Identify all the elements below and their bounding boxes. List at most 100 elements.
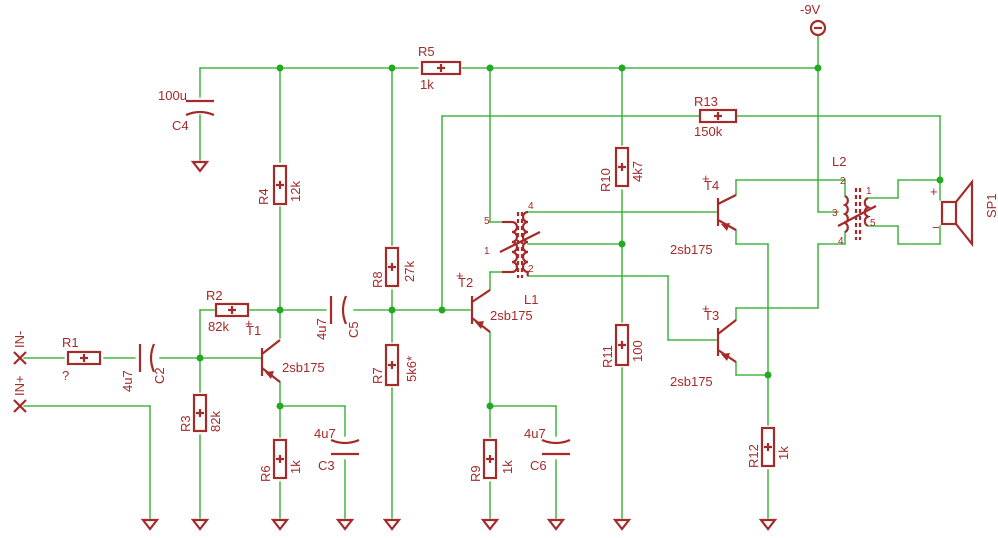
- resistor-r6[interactable]: R6 1k: [258, 438, 303, 482]
- r5-name: R5: [418, 44, 435, 59]
- inductor-l2[interactable]: 2 1 5 4 3 L2: [832, 154, 877, 247]
- r9-name: R9: [468, 465, 483, 482]
- r12-name: R12: [746, 444, 761, 468]
- r11-value: 100: [630, 340, 645, 362]
- r8-name: R8: [370, 271, 385, 288]
- resistor-r9[interactable]: R9 1k: [468, 438, 515, 482]
- transistor-t2[interactable]: T2 2sb175 +: [456, 268, 533, 333]
- supply-terminal[interactable]: -9V: [800, 2, 827, 37]
- emitter-arrow-icon: [265, 371, 274, 379]
- c2-name: C2: [152, 367, 167, 384]
- ground-icon: [546, 518, 566, 531]
- c6-value: 4u7: [524, 426, 546, 441]
- r4-value: 12k: [288, 181, 303, 202]
- ground-icon: [190, 160, 210, 173]
- l2-pin-2: 2: [840, 176, 846, 187]
- l1-pin-1: 1: [484, 246, 490, 257]
- r7-name: R7: [370, 367, 385, 384]
- r8-value: 27k: [402, 261, 417, 282]
- resistor-r12[interactable]: R12 1k: [746, 426, 791, 468]
- capacitor-c3[interactable]: 4u7 C3: [314, 426, 360, 473]
- ground-icon: [140, 518, 160, 531]
- c5-value: 4u7: [314, 318, 329, 340]
- l1-name: L1: [524, 292, 538, 307]
- resistor-r2[interactable]: R2 82k: [206, 288, 250, 334]
- transistor-t1[interactable]: T1 2sb175 +: [245, 316, 325, 383]
- l2-pin-5: 5: [870, 218, 876, 229]
- r1-name: R1: [62, 335, 79, 350]
- ground-icon: [480, 518, 500, 531]
- c4-value: 100u: [158, 88, 187, 103]
- resistor-r8[interactable]: R8 27k: [370, 246, 417, 288]
- ground-icon: [612, 518, 632, 531]
- c5-name: C5: [346, 321, 361, 338]
- r13-name: R13: [694, 94, 718, 109]
- t4-value: 2sb175: [670, 242, 713, 257]
- transistor-t4[interactable]: T4 2sb175 +: [670, 171, 737, 257]
- r1-value: ?: [62, 368, 69, 383]
- t3-polarity: +: [702, 301, 710, 316]
- input-in-minus[interactable]: IN-: [12, 331, 27, 365]
- input-in-plus[interactable]: IN+: [12, 375, 27, 413]
- ground-icon: [758, 518, 778, 531]
- r10-value: 4k7: [630, 161, 645, 182]
- l1-pin-5: 5: [484, 216, 490, 227]
- sp1-name: SP1: [984, 193, 998, 218]
- capacitor-c5[interactable]: 4u7 C5: [314, 295, 361, 340]
- resistor-r5[interactable]: R5 1k: [418, 44, 462, 92]
- resistor-r1[interactable]: R1 ?: [62, 335, 102, 383]
- resistor-r4[interactable]: R4 12k: [256, 164, 303, 206]
- emitter-arrow-icon: [721, 223, 730, 231]
- inductor-l1[interactable]: 5 4 1 2 L1: [484, 201, 541, 307]
- sp1-plus: +: [930, 184, 938, 199]
- sp1-minus: −: [932, 220, 940, 235]
- t4-polarity: +: [702, 171, 710, 186]
- wires: [23, 35, 941, 519]
- c3-value: 4u7: [314, 426, 336, 441]
- r7-value: 5k6*: [404, 356, 419, 382]
- ground-symbols: [140, 160, 778, 531]
- capacitor-c2[interactable]: 4u7 C2: [120, 343, 167, 392]
- l2-pin-3: 3: [832, 208, 838, 219]
- r3-name: R3: [178, 415, 193, 432]
- r10-name: R10: [598, 168, 613, 192]
- c2-value: 4u7: [120, 370, 135, 392]
- transistor-t3[interactable]: T3 2sb175 +: [670, 301, 737, 389]
- supply-label: -9V: [800, 2, 821, 17]
- c4-name: C4: [172, 118, 189, 133]
- capacitor-c4[interactable]: 100u C4: [158, 88, 215, 133]
- r3-value: 82k: [208, 411, 223, 432]
- resistor-r7[interactable]: R7 5k6*: [370, 343, 419, 387]
- c6-name: C6: [530, 458, 547, 473]
- r4-name: R4: [256, 188, 271, 205]
- t1-polarity: +: [245, 316, 253, 331]
- l1-pin-2: 2: [528, 264, 534, 275]
- r6-name: R6: [258, 465, 273, 482]
- resistor-r11[interactable]: R11 100: [600, 323, 645, 368]
- speaker-sp1[interactable]: + − SP1: [930, 178, 998, 248]
- emitter-arrow-icon: [475, 321, 484, 329]
- t4-name: T4: [704, 178, 719, 193]
- ground-icon: [190, 518, 210, 531]
- junction-dots: [196, 64, 944, 410]
- c3-name: C3: [318, 458, 335, 473]
- t1-value: 2sb175: [282, 360, 325, 375]
- r2-value: 82k: [208, 319, 229, 334]
- resistor-r13[interactable]: R13 150k: [694, 94, 738, 139]
- r13-value: 150k: [694, 124, 723, 139]
- r12-value: 1k: [776, 446, 791, 460]
- t2-value: 2sb175: [490, 308, 533, 323]
- ground-icon: [382, 518, 402, 531]
- r2-name: R2: [206, 288, 223, 303]
- r9-value: 1k: [500, 460, 515, 474]
- r11-name: R11: [600, 345, 615, 368]
- t3-value: 2sb175: [670, 374, 713, 389]
- resistor-r3[interactable]: R3 82k: [178, 393, 223, 433]
- l1-pin-4: 4: [528, 201, 534, 212]
- speaker-icon: [940, 200, 958, 226]
- capacitor-c6[interactable]: 4u7 C6: [524, 426, 571, 473]
- in-minus-label: IN-: [12, 331, 27, 348]
- ground-icon: [335, 518, 355, 531]
- resistor-r10[interactable]: R10 4k7: [598, 146, 645, 192]
